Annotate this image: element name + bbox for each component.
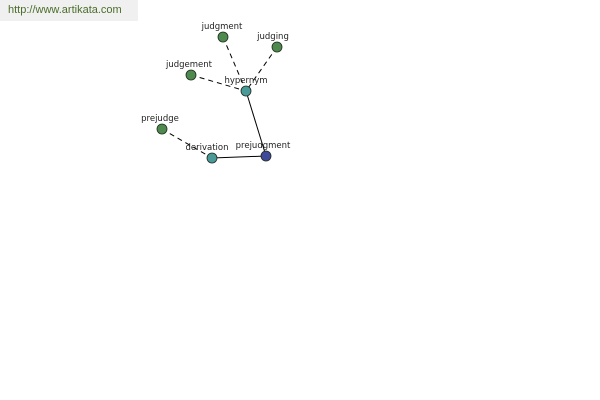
node-judgement[interactable] xyxy=(185,69,197,81)
node-label-judging[interactable]: judging xyxy=(256,32,289,42)
node-judging[interactable] xyxy=(271,41,283,53)
labels-layer: judgment judging judgement hypernym prejudge… xyxy=(141,22,291,153)
edge-hypernym-prejudgment xyxy=(245,90,267,157)
node-label-judgement[interactable]: judgement xyxy=(165,60,213,70)
node-derivation[interactable] xyxy=(206,152,218,164)
node-label-derivation[interactable]: derivation xyxy=(185,143,228,153)
node-label-prejudge[interactable]: prejudge xyxy=(141,114,179,124)
edges-layer xyxy=(161,36,278,159)
edge-prejudge-derivation xyxy=(161,128,213,159)
edge-derivation-prejudgment xyxy=(211,155,267,159)
node-prejudgment[interactable] xyxy=(260,150,272,162)
site-url-text[interactable]: http://www.artikata.com xyxy=(8,4,122,16)
edge-judgement-hypernym xyxy=(190,74,247,92)
node-label-prejudgment[interactable]: prejudgment xyxy=(236,141,291,151)
nodes-layer xyxy=(156,31,283,164)
edge-judgment-hypernym xyxy=(222,36,247,92)
node-label-judgment[interactable]: judgment xyxy=(201,22,243,32)
node-label-hypernym[interactable]: hypernym xyxy=(224,76,267,86)
site-url-banner[interactable]: http://www.artikata.com xyxy=(0,0,138,21)
node-hypernym[interactable] xyxy=(240,85,252,97)
node-judgment[interactable] xyxy=(217,31,229,43)
node-prejudge[interactable] xyxy=(156,123,168,135)
